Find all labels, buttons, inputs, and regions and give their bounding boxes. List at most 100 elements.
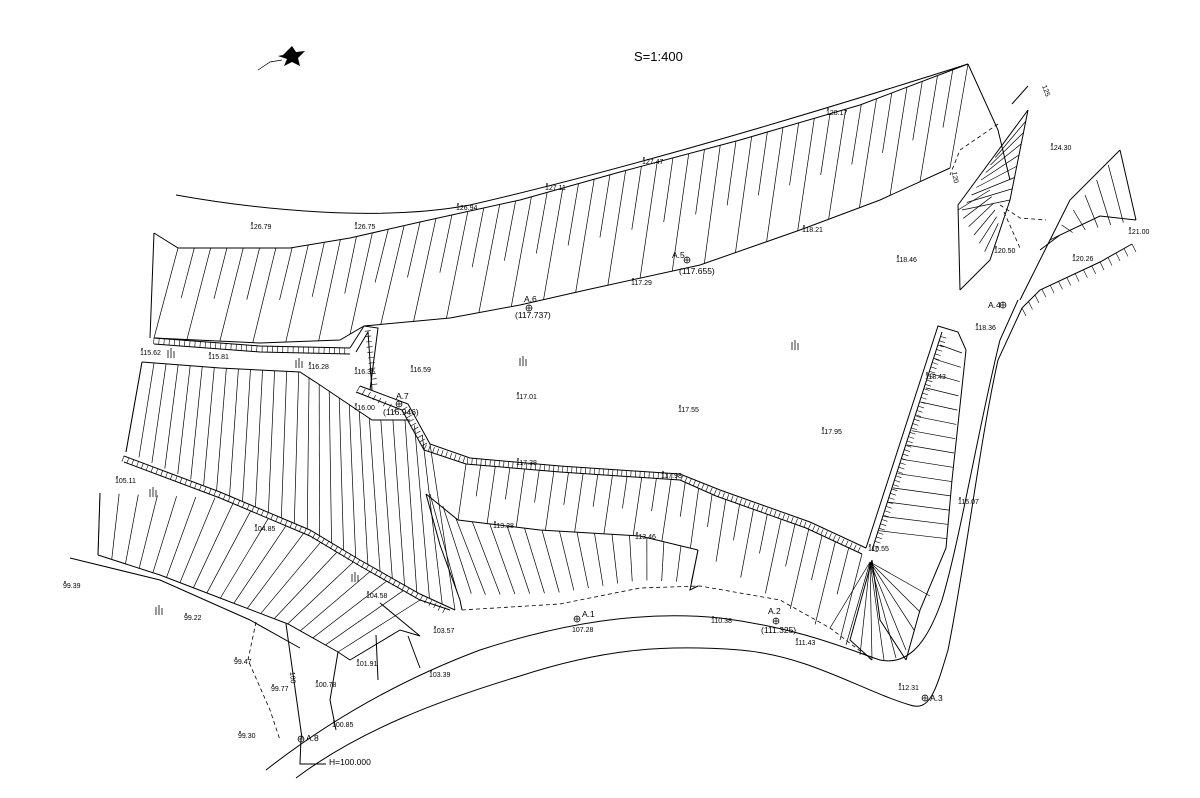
spot-elevation-label: 126.94 bbox=[456, 205, 478, 212]
spot-elevation-label: 116.28 bbox=[308, 364, 329, 371]
spot-point bbox=[367, 591, 369, 593]
svg-text:(111.325): (111.325) bbox=[761, 625, 796, 635]
svg-text:A.2: A.2 bbox=[768, 606, 781, 616]
spot-elevation-label: 99.39 bbox=[63, 583, 81, 590]
spot-point bbox=[355, 367, 357, 369]
spot-point bbox=[1129, 227, 1131, 229]
spot-point bbox=[430, 670, 432, 672]
spot-point bbox=[235, 657, 237, 659]
spot-point bbox=[803, 225, 805, 227]
spot-elevation-label: 101.91 bbox=[356, 661, 378, 668]
svg-text:A.3: A.3 bbox=[930, 693, 943, 703]
spot-elevation-label: 118.43 bbox=[925, 374, 946, 381]
spot-elevation-label: 121.00 bbox=[1128, 229, 1150, 236]
lower-slope bbox=[69, 463, 931, 661]
spot-elevation-label: 117.95 bbox=[821, 429, 842, 436]
spot-elevation-label: 117.01 bbox=[516, 394, 537, 401]
spot-elevation-label: 115.62 bbox=[140, 350, 161, 357]
spot-point bbox=[1073, 254, 1075, 256]
spot-point bbox=[679, 405, 681, 407]
spot-elevation-label: 103.39 bbox=[429, 672, 451, 679]
spot-point bbox=[926, 372, 928, 374]
benchmark: A.3 bbox=[921, 693, 943, 703]
spot-elevation-label: 103.57 bbox=[433, 628, 455, 635]
spot-point bbox=[517, 458, 519, 460]
spot-point bbox=[309, 362, 311, 364]
spot-point bbox=[251, 222, 253, 224]
scale-label: S=1:400 bbox=[634, 49, 683, 64]
spot-elevation-label: 126.79 bbox=[250, 224, 272, 231]
spot-elevation-label: 100.85 bbox=[332, 722, 354, 729]
spot-point bbox=[64, 581, 66, 583]
contour-label: 125 bbox=[1040, 84, 1051, 97]
spot-point bbox=[1051, 143, 1053, 145]
spot-elevation-label: 117.98 bbox=[661, 473, 682, 480]
spot-point bbox=[141, 348, 143, 350]
benchmark: A.1 107.28 bbox=[572, 609, 595, 634]
spot-point bbox=[411, 365, 413, 367]
benchmark: A.7 (116.946) bbox=[383, 391, 419, 417]
spot-point bbox=[355, 222, 357, 224]
spot-point bbox=[355, 403, 357, 405]
svg-text:(116.946): (116.946) bbox=[383, 407, 419, 417]
spot-point bbox=[822, 427, 824, 429]
spot-point bbox=[357, 659, 359, 661]
benchmark: A.6 (117.737) bbox=[515, 294, 551, 320]
spot-elevation-label: 113.38 bbox=[493, 523, 514, 530]
benchmark: A.4 bbox=[988, 300, 1007, 310]
spot-elevation-label: 124.30 bbox=[1050, 145, 1072, 152]
spot-point bbox=[272, 684, 274, 686]
spot-point bbox=[632, 278, 634, 280]
svg-text:(117.655): (117.655) bbox=[679, 266, 715, 276]
svg-text:A.7: A.7 bbox=[396, 391, 409, 401]
spot-elevation-label: 100.78 bbox=[315, 682, 337, 689]
spot-point bbox=[494, 521, 496, 523]
retaining-wall-right bbox=[865, 325, 967, 661]
upper-right-slope bbox=[949, 85, 1137, 317]
retaining-wall-upper bbox=[153, 324, 379, 391]
svg-text:A.8: A.8 bbox=[306, 733, 319, 743]
spot-elevation-label: 104.85 bbox=[254, 526, 276, 533]
spot-elevation-label: 115.07 bbox=[958, 499, 979, 506]
spot-elevation-label: 115.81 bbox=[208, 354, 229, 361]
benchmark: A.8 bbox=[297, 733, 319, 743]
spot-elevation-label: 117.29 bbox=[631, 280, 652, 287]
spot-point bbox=[796, 638, 798, 640]
spot-point bbox=[209, 352, 211, 354]
spot-elevation-label: 116.00 bbox=[354, 405, 375, 412]
spot-point bbox=[255, 524, 257, 526]
svg-text:A.1: A.1 bbox=[582, 609, 595, 619]
benchmark: A.2 (111.325) bbox=[761, 606, 796, 635]
spot-elevation-label: 116.35 bbox=[354, 369, 375, 376]
retaining-wall-center bbox=[355, 385, 867, 555]
spot-point bbox=[434, 626, 436, 628]
road bbox=[265, 299, 1023, 779]
spot-point bbox=[316, 680, 318, 682]
spot-point bbox=[116, 476, 118, 478]
svg-text:A.6: A.6 bbox=[524, 294, 537, 304]
spot-elevation-label: 110.38 bbox=[711, 618, 732, 625]
spot-point bbox=[959, 497, 961, 499]
spot-elevation-label: 99.30 bbox=[238, 733, 256, 740]
spot-elevation-label: 111.43 bbox=[795, 640, 815, 647]
spot-point bbox=[643, 157, 645, 159]
benchmark: A.5 (117.655) bbox=[672, 250, 715, 276]
spot-elevation-label: 117.38 bbox=[516, 460, 537, 467]
spot-elevation-label: 117.55 bbox=[678, 407, 699, 414]
spot-point bbox=[976, 323, 978, 325]
spot-point bbox=[662, 471, 664, 473]
north-arrow-icon bbox=[257, 46, 305, 71]
spot-elevation-label: 99.77 bbox=[271, 686, 289, 693]
spot-elevation-label: 128.17 bbox=[826, 110, 848, 117]
spot-point bbox=[185, 613, 187, 615]
spot-point bbox=[457, 203, 459, 205]
spot-elevation-label: 116.55 bbox=[868, 546, 889, 553]
svg-text:A.4: A.4 bbox=[988, 300, 1001, 310]
spot-point bbox=[712, 616, 714, 618]
spot-elevation-label: 118.46 bbox=[896, 257, 917, 264]
spot-elevation-label: 105.11 bbox=[115, 478, 136, 485]
spot-point bbox=[995, 246, 997, 248]
spot-elevation-label: 99.47 bbox=[234, 659, 252, 666]
svg-text:107.28: 107.28 bbox=[572, 627, 594, 634]
contour-label: 120 bbox=[950, 171, 959, 184]
